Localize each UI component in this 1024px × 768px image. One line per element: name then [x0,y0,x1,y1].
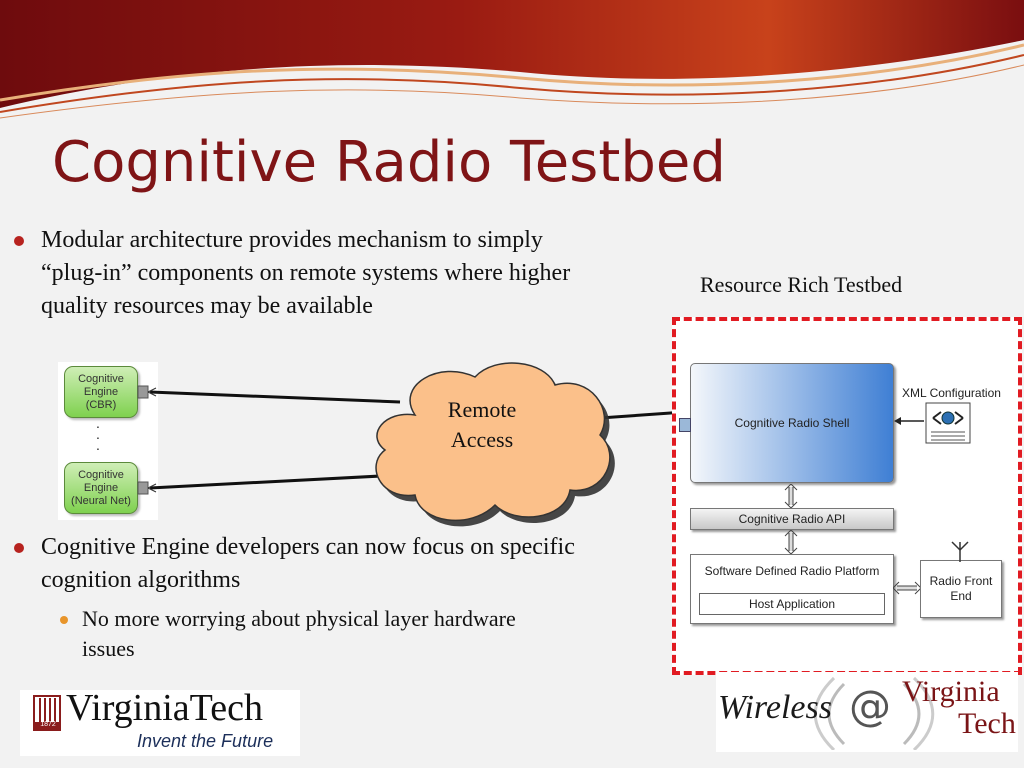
cognitive-engine-neural-net: Cognitive Engine (Neural Net) [64,462,138,514]
sub-bullet-dot [60,616,68,624]
antenna-icon [951,541,969,562]
vt-tagline: Invent the Future [137,731,274,751]
wireless-vt-logo: Wireless @ Virginia Tech [716,672,1018,752]
virginia-tech-logo: 1872 VirginiaTech Invent the Future [20,687,300,756]
shell-api-arrow [784,484,798,508]
radio-front-end: Radio Front End [920,560,1002,618]
cloud-label: Remote Access [447,397,517,452]
wireless-text: Wireless [718,689,832,726]
vt-year: 1872 [40,721,56,728]
shell-port [679,418,691,432]
xml-arrow [894,417,924,425]
sdr-platform-label: Software Defined Radio Platform [704,564,880,578]
bullet-1: Modular architecture provides mechanism … [41,227,571,319]
tech-text: Tech [958,707,1016,740]
bullet-2: Cognitive Engine developers can now focu… [41,534,575,593]
xml-document-icon [925,402,971,444]
testbed-label: Resource Rich Testbed [700,272,903,297]
slide-title: Cognitive Radio Testbed [52,130,726,195]
engine-ellipsis: . . . [96,415,100,453]
remote-access-cloud [375,362,615,527]
api-sdr-arrow [784,530,798,554]
vt-name: VirginiaTech [66,687,263,729]
sdr-platform: Software Defined Radio Platform Host App… [690,554,894,624]
virginia-text: Virginia [902,675,1000,708]
cognitive-engine-cbr: Cognitive Engine (CBR) [64,366,138,418]
wireless-waves-icon [813,676,935,750]
sdr-rfe-arrow [893,581,921,595]
bullet-dot [14,236,24,246]
host-application: Host Application [699,593,885,615]
at-symbol: @ [849,681,891,730]
header-banner [0,0,1024,119]
vt-building-icon [33,695,61,731]
cognitive-radio-api: Cognitive Radio API [690,508,894,530]
sub-bullet-1: No more worrying about physical layer ha… [82,606,516,661]
cognitive-radio-shell: Cognitive Radio Shell [690,363,894,483]
bullet-dot [14,543,24,553]
xml-configuration-label: XML Configuration [902,386,1001,400]
